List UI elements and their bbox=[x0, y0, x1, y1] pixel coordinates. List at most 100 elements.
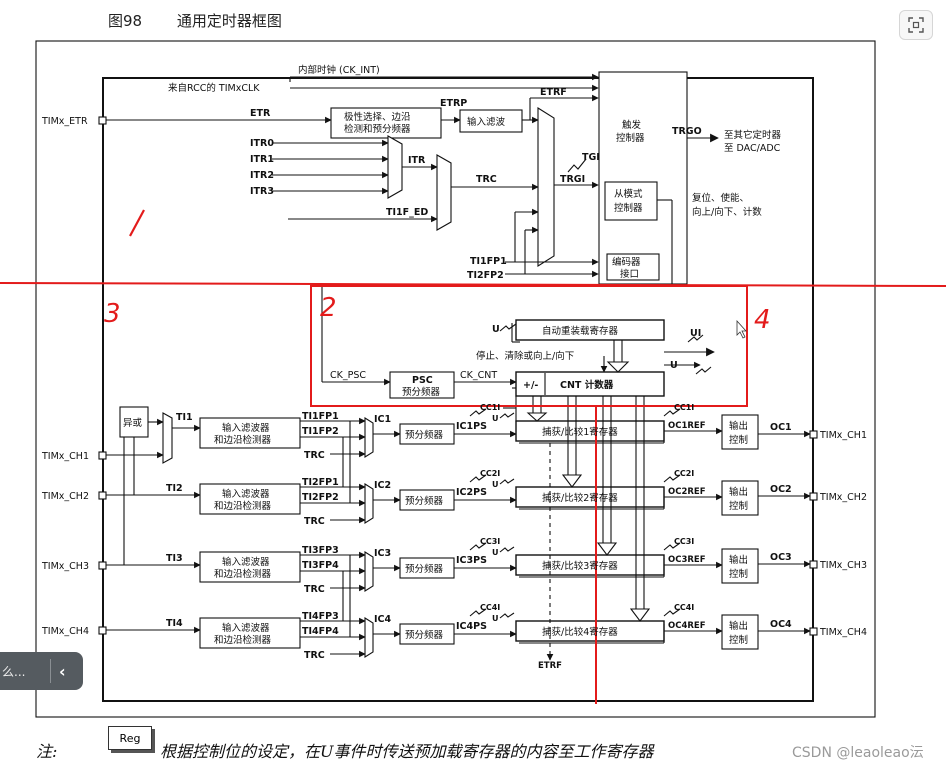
encoder-line2: 接口 bbox=[620, 268, 639, 280]
oc2-label: OC2 bbox=[770, 484, 792, 495]
ch2-input-pin bbox=[98, 491, 107, 500]
plus-minus-label: +/- bbox=[523, 380, 538, 391]
ic2-mux bbox=[364, 483, 374, 524]
cc3i-out-label: CC3I bbox=[674, 537, 694, 546]
ti1-mux bbox=[162, 412, 173, 464]
ch3-input-pin bbox=[98, 561, 107, 570]
side-panel-toggle[interactable]: 么... ‹ bbox=[0, 652, 83, 690]
ch1-fp2-label: TI1FP2 bbox=[302, 426, 339, 437]
reg-legend-box: Reg bbox=[108, 726, 152, 750]
internal-clock-label: 内部时钟 (CK_INT) bbox=[298, 64, 380, 76]
trc-mux bbox=[436, 154, 452, 231]
u-auto-label: U bbox=[492, 324, 500, 335]
oc4ref-label: OC4REF bbox=[668, 621, 706, 631]
fit-screen-button[interactable] bbox=[899, 10, 933, 40]
chip-boundary bbox=[102, 77, 814, 702]
annotation-1-stroke bbox=[129, 209, 145, 237]
stop-clear-label: 停止、清除或向上/向下 bbox=[476, 350, 574, 362]
ch4-filter-line2: 和边沿检测器 bbox=[214, 634, 272, 646]
ch2-output-pin bbox=[809, 492, 818, 501]
cc1i-out-label: CC1I bbox=[674, 403, 694, 412]
ch1-fp1-label: TI1FP1 bbox=[302, 411, 339, 422]
ch1-filter-line2: 和边沿检测器 bbox=[214, 434, 272, 446]
ch4-filter-line1: 输入滤波器 bbox=[222, 622, 270, 634]
itr-mux bbox=[387, 135, 403, 199]
psc-label: PSC bbox=[412, 375, 433, 386]
ch3-filter-block bbox=[199, 551, 301, 583]
itr-label: ITR bbox=[408, 155, 426, 166]
annotation-number-2: 2 bbox=[320, 293, 337, 323]
etr-pin bbox=[98, 116, 107, 125]
u-ch1-label: U bbox=[492, 414, 499, 423]
out-ctrl-1-line2: 控制 bbox=[729, 434, 748, 446]
ch2-trc-label: TRC bbox=[304, 516, 325, 527]
ch4-trc-label: TRC bbox=[304, 650, 325, 661]
ch1-output-label: TIMx_CH1 bbox=[819, 430, 867, 441]
ic4ps-label: IC4PS bbox=[456, 621, 487, 632]
diagram-frame bbox=[35, 40, 876, 718]
trgi-mux bbox=[537, 107, 555, 267]
ch1-filter-line1: 输入滤波器 bbox=[222, 422, 270, 434]
ch4-output-pin bbox=[809, 627, 818, 636]
ch4-input-pin bbox=[98, 626, 107, 635]
cc1i-in-label: CC1I bbox=[480, 403, 500, 412]
ch3-output-pin bbox=[809, 560, 818, 569]
slave-output-line1: 复位、使能、 bbox=[692, 192, 749, 204]
figure-title: 通用定时器框图 bbox=[176, 12, 282, 30]
out-ctrl-4-line1: 输出 bbox=[729, 620, 748, 632]
polarity-line1: 极性选择、边沿 bbox=[344, 111, 411, 123]
annotation-number-3: 3 bbox=[104, 299, 121, 329]
ch2-filter-block bbox=[199, 483, 301, 515]
ic4-label: IC4 bbox=[374, 614, 392, 625]
ch4-output-label: TIMx_CH4 bbox=[819, 627, 867, 638]
oc3ref-label: OC3REF bbox=[668, 555, 706, 565]
cnt-counter-block bbox=[515, 371, 665, 397]
trc-top-label: TRC bbox=[476, 174, 497, 185]
ch3-fp1-label: TI3FP3 bbox=[302, 545, 339, 556]
etrf-label: ETRF bbox=[540, 87, 567, 98]
timxclk-label: 来自RCC的 TIMxCLK bbox=[168, 82, 260, 94]
side-panel-text: 么... bbox=[2, 664, 26, 679]
ch2-prescaler-label: 预分频器 bbox=[405, 495, 444, 507]
ic3ps-label: IC3PS bbox=[456, 555, 487, 566]
slave-mode-block bbox=[604, 181, 658, 221]
ch4-filter-block bbox=[199, 617, 301, 649]
ch4-fp2-label: TI4FP4 bbox=[302, 626, 339, 637]
etr-signal-label: ETR bbox=[250, 108, 271, 119]
ic2-label: IC2 bbox=[374, 480, 391, 491]
ch1-input-pin bbox=[98, 451, 107, 460]
ch1-trc-label: TRC bbox=[304, 450, 325, 461]
itr2-label: ITR2 bbox=[250, 170, 274, 181]
ck-cnt-label: CK_CNT bbox=[460, 370, 497, 381]
ch2-input-label: TIMx_CH2 bbox=[41, 491, 89, 502]
csdn-watermark: CSDN @leaoleao沄 bbox=[792, 745, 924, 761]
tgi-label: TGI bbox=[582, 152, 600, 163]
etrf-bottom-label: ETRF bbox=[538, 661, 562, 671]
ch3-output-label: TIMx_CH3 bbox=[819, 560, 867, 571]
psc-sub-label: 预分频器 bbox=[402, 386, 441, 398]
ui-label: UI bbox=[690, 328, 701, 339]
chevron-left-icon[interactable]: ‹ bbox=[59, 661, 66, 681]
slave-mode-line1: 从模式 bbox=[614, 188, 643, 200]
u-right-label: U bbox=[670, 360, 678, 371]
ti4-label: TI4 bbox=[166, 618, 183, 629]
trigger-controller-block bbox=[598, 71, 688, 285]
ch1-prescaler-label: 预分频器 bbox=[405, 429, 444, 441]
etrp-label: ETRP bbox=[440, 98, 467, 109]
note-label: 注: bbox=[36, 742, 58, 761]
ic1ps-label: IC1PS bbox=[456, 421, 487, 432]
ic2ps-label: IC2PS bbox=[456, 487, 487, 498]
annotation-number-4: 4 bbox=[754, 305, 771, 335]
ic3-mux bbox=[364, 551, 374, 592]
ch3-input-label: TIMx_CH3 bbox=[41, 561, 89, 572]
ch3-filter-line2: 和边沿检测器 bbox=[214, 568, 272, 580]
ccr2-label: 捕获/比较2寄存器 bbox=[542, 492, 618, 504]
ch3-prescaler-label: 预分频器 bbox=[405, 563, 444, 575]
u-ch4-label: U bbox=[492, 614, 499, 623]
xor-label: 异或 bbox=[123, 417, 143, 429]
auto-reload-label: 自动重装载寄存器 bbox=[542, 325, 619, 337]
ti2-label: TI2 bbox=[166, 483, 183, 494]
trgo-dest-line1: 至其它定时器 bbox=[724, 129, 782, 141]
annotation-horizontal-line bbox=[0, 282, 946, 287]
encoder-block bbox=[606, 253, 660, 281]
